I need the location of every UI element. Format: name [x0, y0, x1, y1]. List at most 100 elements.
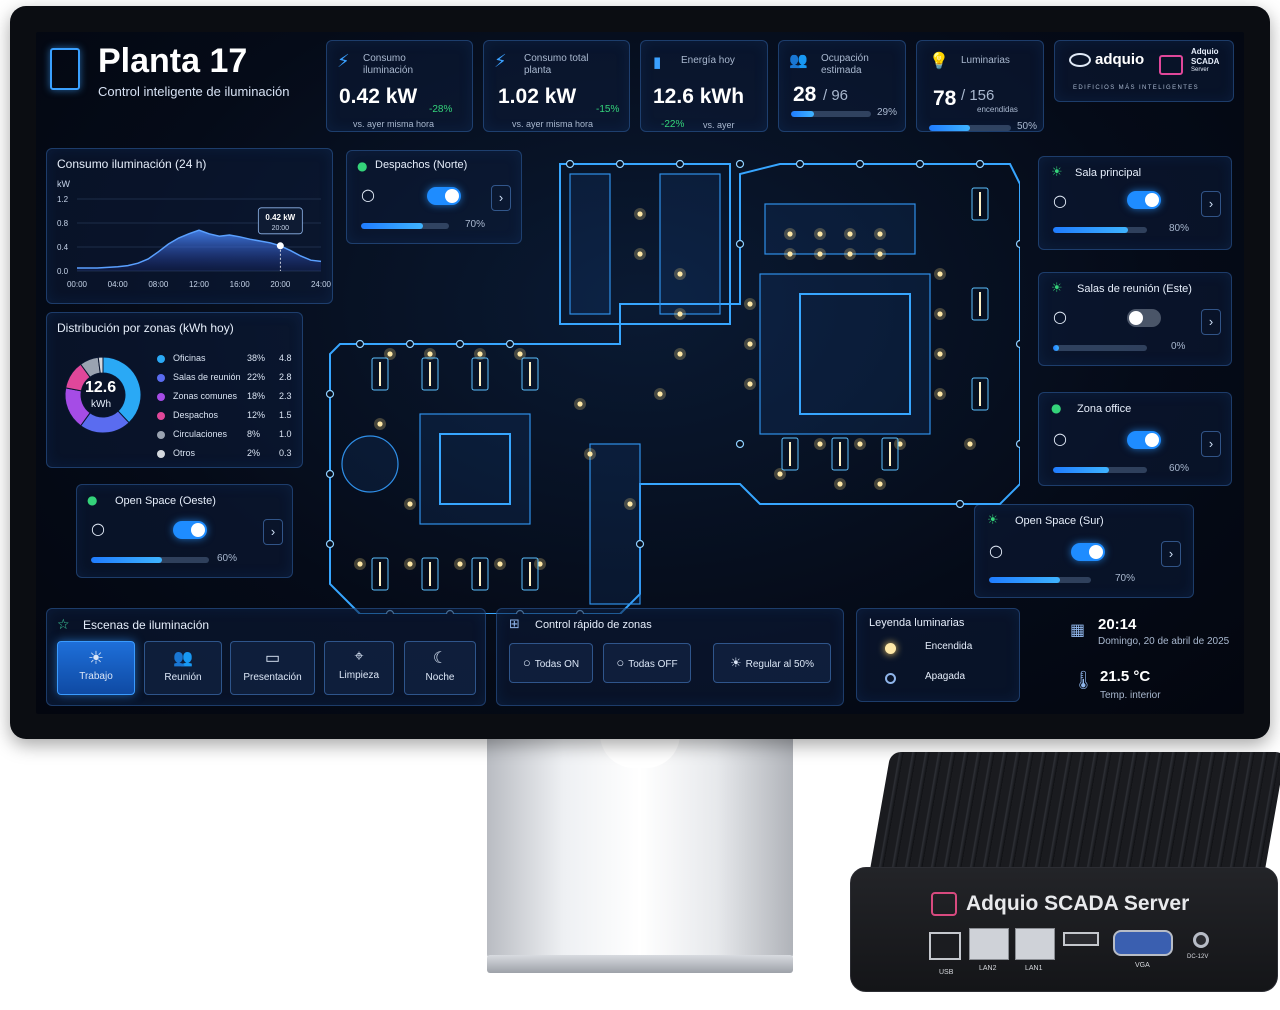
lamp-on: [877, 251, 883, 257]
monitor: Planta 17 Control inteligente de ilumina…: [10, 6, 1270, 739]
kpi-percent: 29%: [877, 107, 898, 118]
zone-card-open-space-sur[interactable]: ☀ Open Space (Sur) ○ › 70%: [974, 504, 1194, 598]
zone-details-button[interactable]: ›: [1201, 191, 1221, 217]
lamp-on: [937, 391, 943, 397]
vga-port: [1113, 930, 1173, 956]
bulb-outline-icon: ○: [989, 541, 1003, 560]
bulb-outline-icon: ○: [361, 185, 375, 204]
zone-dimmer[interactable]: [1053, 227, 1147, 233]
zone-details-button[interactable]: ›: [491, 185, 511, 211]
zone-pct: 2%: [247, 448, 261, 458]
zone-color-dot: [157, 355, 165, 363]
zone-details-button[interactable]: ›: [1201, 431, 1221, 457]
zone-card-zona-office[interactable]: ● Zona office ○ › 60%: [1038, 392, 1232, 486]
x-tick-label: 04:00: [108, 280, 129, 289]
scene-button-limpieza[interactable]: ⌖ Limpieza: [324, 641, 394, 695]
kpi-value: 1.02 kW: [498, 85, 577, 108]
lamp-on: [817, 251, 823, 257]
zone-toggle[interactable]: [427, 187, 461, 205]
zone-toggle[interactable]: [1127, 191, 1161, 209]
scene-button-reunion[interactable]: 👥 Reunión: [144, 641, 222, 695]
vga-label: VGA: [1135, 962, 1150, 969]
bulb-outline-icon: ○: [91, 519, 105, 538]
scene-label: Noche: [425, 672, 455, 683]
zone-dimmer[interactable]: [989, 577, 1091, 583]
lamp-on: [637, 251, 643, 257]
scada-logo: [931, 892, 957, 916]
lamp-on: [627, 501, 633, 507]
scene-label: Trabajo: [79, 671, 113, 682]
zone-card-salas-reunion-este[interactable]: ☀ Salas de reunión (Este) ○ › 0%: [1038, 272, 1232, 366]
all-on-button[interactable]: ○Todas ON: [509, 643, 593, 683]
zone-level: 80%: [1169, 223, 1190, 234]
donut-total: 12.6: [85, 379, 117, 396]
zone-card-name: Sala principal: [1075, 167, 1142, 179]
perimeter-sensor: [405, 339, 415, 349]
zone-level: 70%: [1115, 573, 1136, 584]
x-tick-label: 24:00: [311, 280, 332, 289]
perimeter-sensor: [1015, 439, 1020, 449]
zone-toggle[interactable]: [1071, 543, 1105, 561]
device-title: Adquio SCADA Server: [966, 892, 1190, 915]
zone-toggle[interactable]: [173, 521, 207, 539]
desk-cluster: [831, 437, 849, 471]
zone-dimmer[interactable]: [361, 223, 449, 229]
occupancy-bar: [791, 111, 871, 117]
perimeter-sensor: [735, 239, 745, 249]
scene-button-presentacion[interactable]: ▭ Presentación: [230, 641, 315, 695]
legend-title: Leyenda luminarias: [869, 617, 965, 629]
perimeter-sensor: [795, 159, 805, 169]
zone-dimmer[interactable]: [91, 557, 209, 563]
lamp-off-marker: [885, 673, 896, 684]
perimeter-sensor: [975, 159, 985, 169]
lamp-on: [817, 441, 823, 447]
thermometer-icon: 🌡: [1072, 670, 1095, 691]
perimeter-sensor: [325, 469, 335, 479]
perimeter-sensor: [565, 159, 575, 169]
zone-dimmer-fill: [91, 557, 162, 563]
zone-name: Zonas comunes: [173, 391, 238, 401]
bulb-outline-icon: ○: [522, 655, 531, 670]
lamp-on: [847, 251, 853, 257]
donut-slice: [97, 356, 104, 374]
zone-level: 60%: [217, 553, 238, 564]
lamp-on: [747, 341, 753, 347]
perimeter-sensor: [1015, 339, 1020, 349]
bulb-outline-icon: ○: [616, 655, 625, 670]
zone-card-name: Despachos (Norte): [375, 159, 468, 171]
tooltip-time: 20:00: [272, 225, 290, 232]
zone-card-open-space-oeste[interactable]: ● Open Space (Oeste) ○ › 60%: [76, 484, 293, 578]
lamp-on: [897, 441, 903, 447]
zone-details-button[interactable]: ›: [1161, 541, 1181, 567]
scene-button-trabajo[interactable]: ☀ Trabajo: [57, 641, 135, 695]
all-off-button[interactable]: ○Todas OFF: [603, 643, 691, 683]
zone-dimmer[interactable]: [1053, 467, 1147, 473]
lamp-on: [877, 481, 883, 487]
x-tick-label: 12:00: [189, 280, 210, 289]
perimeter-sensor: [355, 339, 365, 349]
zone-level: 70%: [465, 219, 486, 230]
sun-icon: ☀: [729, 655, 742, 670]
zone-details-button[interactable]: ›: [263, 519, 283, 545]
zone-toggle[interactable]: [1127, 431, 1161, 449]
x-tick-label: 20:00: [270, 280, 291, 289]
people-icon: 👥: [173, 650, 193, 667]
zone-dimmer[interactable]: [1053, 345, 1147, 351]
zone-toggle[interactable]: [1127, 309, 1161, 327]
zone-card-sala-principal[interactable]: ☀ Sala principal ○ › 80%: [1038, 156, 1232, 250]
product-line3: Server: [1191, 67, 1209, 73]
y-tick-label: 1.2: [57, 195, 69, 204]
zone-details-button[interactable]: ›: [1201, 309, 1221, 335]
kpi-value: 78: [933, 87, 957, 110]
kpi-label: Consumo iluminación: [363, 53, 414, 76]
star-icon: ☆: [57, 617, 70, 633]
zone-card-despachos-norte[interactable]: ● Despachos (Norte) ○ › 70%: [346, 150, 522, 244]
monitor-stand-base: [487, 955, 793, 973]
chart-title: Consumo iluminación (24 h): [57, 157, 207, 171]
scene-button-noche[interactable]: ☾ Noche: [404, 641, 476, 695]
adquio-logo: [1069, 53, 1091, 67]
office-column: [569, 173, 611, 315]
regulate-50-button[interactable]: ☀Regular al 50%: [713, 643, 831, 683]
